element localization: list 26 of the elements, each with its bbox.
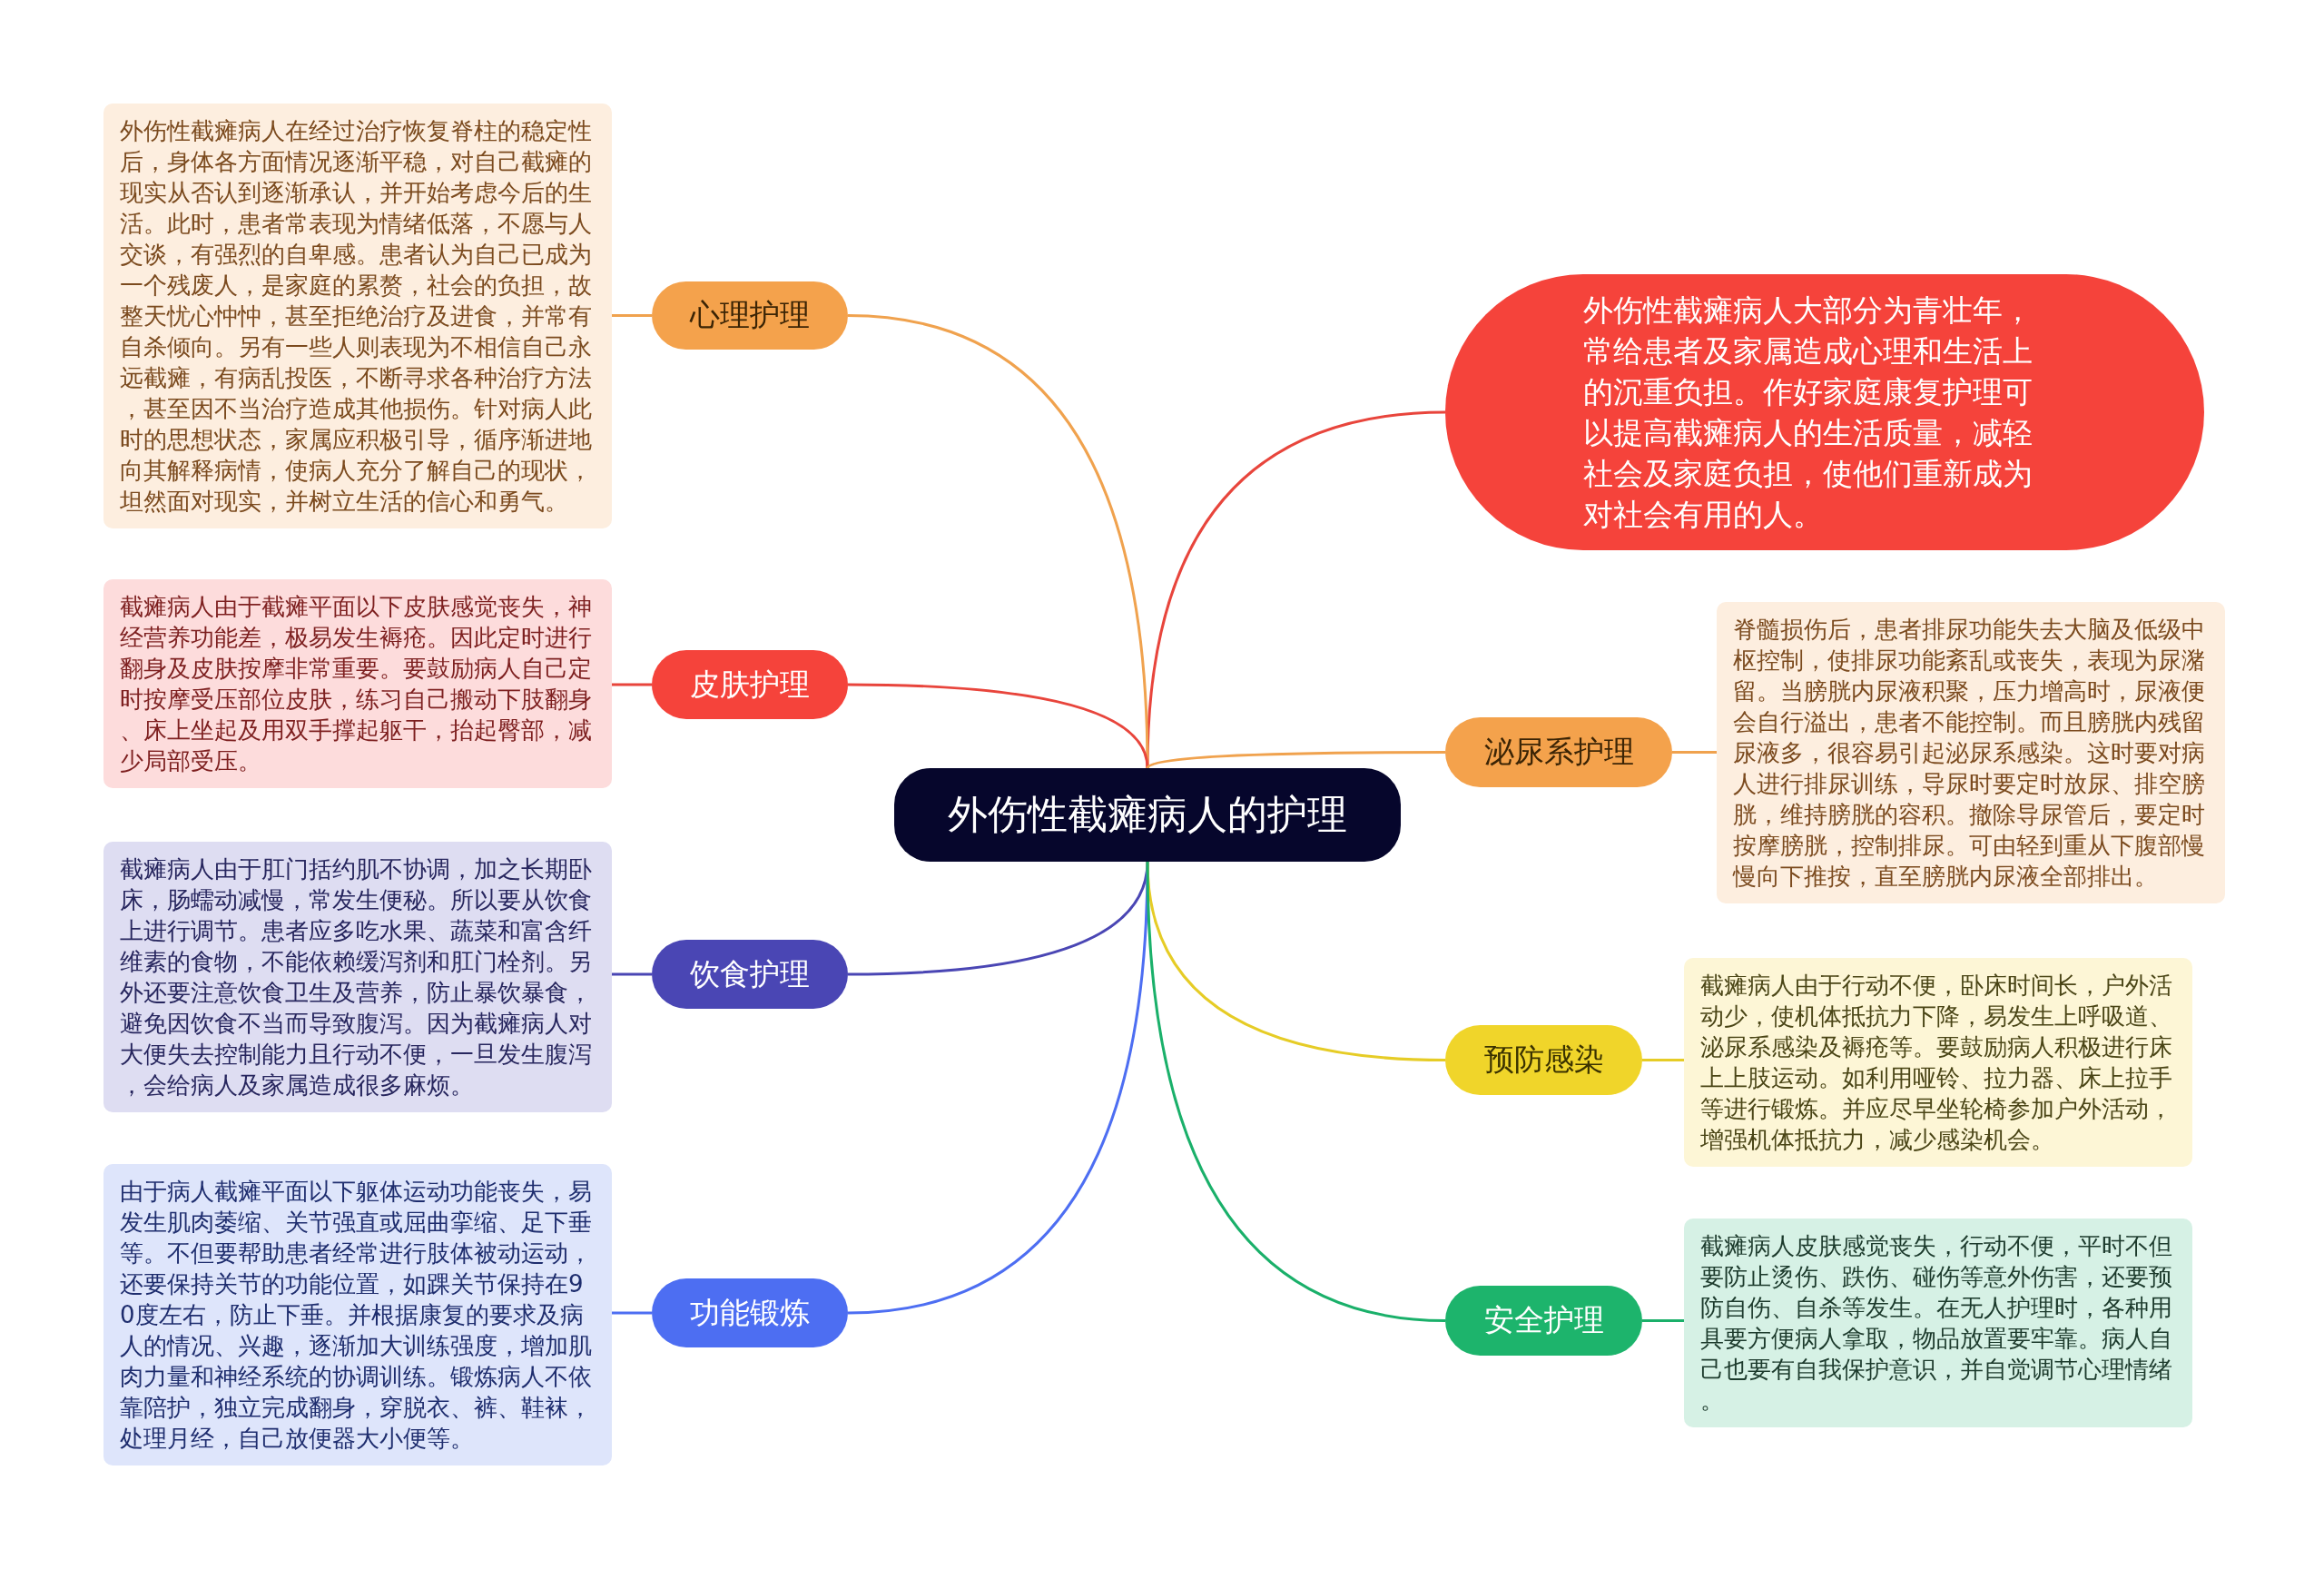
branch-connector	[612, 683, 652, 686]
topic-pill: 泌尿系护理	[1445, 717, 1672, 787]
summary-bubble: 外伤性截瘫病人大部分为青壮年，常给患者及家属造成心理和生活上的沉重负担。作好家庭康复护理可以提高截瘫病人的生活质量，减轻社会及家庭负担，使他们重新成为对社会有用的人。	[1445, 274, 2204, 550]
branch-connector	[612, 972, 652, 976]
branch-connector	[848, 683, 1149, 769]
note-card: 截瘫病人由于肛门括约肌不协调，加之长期卧床，肠蠕动减慢，常发生便秘。所以要从饮食上进行调节。患者应多吃水果、蔬菜和富含纤维素的食物，不能依赖缓泻剂和肛门栓剂。另外还要注意饮食卫生及营养，防止暴饮暴食，避免因饮食不当而导致腹泻。因为截瘫病人对大便失去控制能力且行动不便，一旦发生腹泻，会给病人及家属造成很多麻烦。	[103, 842, 612, 1112]
topic-pill: 皮肤护理	[652, 650, 848, 719]
topic-pill: 心理护理	[652, 281, 848, 350]
branch-connector	[612, 1311, 652, 1315]
branch-connector	[612, 314, 652, 317]
branch-connector	[847, 861, 1149, 1315]
note-card: 外伤性截瘫病人在经过治疗恢复脊柱的稳定性后，身体各方面情况逐渐平稳，对自己截瘫的现实从否认到逐渐承认，并开始考虑今后的生活。此时，患者常表现为情绪低落，不愿与人交谈，有强烈的自卑感。患者认为自己已成为一个残废人，是家庭的累赘，社会的负担，故整天忧心忡忡，甚至拒绝治疗及进食，并常有自杀倾向。另有一些人则表现为不相信自己永远截瘫，有病乱投医，不断寻求各种治疗方法，甚至因不当治疗造成其他损伤。针对病人此时的思想状态，家属应积极引导，循序渐进地向其解释病情，使病人充分了解自己的现状，坦然面对现实，并树立生活的信心和勇气。	[103, 104, 612, 528]
note-card: 截瘫病人由于截瘫平面以下皮肤感觉丧失，神经营养功能差，极易发生褥疮。因此定时进行翻身及皮肤按摩非常重要。要鼓励病人自己定时按摩受压部位皮肤，练习自己搬动下肢翻身、床上坐起及用双手撑起躯干，抬起臀部，减少局部受压。	[103, 579, 612, 788]
topic-pill: 安全护理	[1445, 1286, 1642, 1356]
branch-connector	[1672, 751, 1717, 754]
topic-pill: 饮食护理	[652, 940, 848, 1009]
note-card: 截瘫病人由于行动不便，卧床时间长，户外活动少，使机体抵抗力下降，易发生上呼吸道、泌尿系感染及褥疮等。要鼓励病人积极进行床上上肢运动。如利用哑铃、拉力器、床上拉手等进行锻炼。并应尽早坐轮椅参加户外活动，增强机体抵抗力，减少感染机会。	[1684, 958, 2192, 1167]
topic-pill: 预防感染	[1445, 1025, 1642, 1095]
note-card: 截瘫病人皮肤感觉丧失，行动不便，平时不但要防止烫伤、跌伤、碰伤等意外伤害，还要预防自伤、自杀等发生。在无人护理时，各种用具要方便病人拿取，物品放置要牢靠。病人自己也要有自我保护意识，并自觉调节心理情绪。	[1684, 1219, 2192, 1427]
branch-connector	[1146, 751, 1445, 769]
branch-connector	[1146, 861, 1446, 1322]
central-topic: 外伤性截瘫病人的护理	[894, 768, 1401, 862]
branch-connector	[1642, 1059, 1684, 1061]
note-card: 由于病人截瘫平面以下躯体运动功能丧失，易发生肌肉萎缩、关节强直或屈曲挛缩、足下垂等。不但要帮助患者经常进行肢体被动运动，还要保持关节的功能位置，如踝关节保持在90度左右，防止下垂。并根据康复的要求及病人的情况、兴趣，逐渐加大训练强度，增加肌肉力量和神经系统的协调训练。锻炼病人不依靠陪护，独立完成翻身，穿脱衣、裤、鞋袜，处理月经，自己放便器大小便等。	[103, 1164, 612, 1465]
topic-pill: 功能锻炼	[652, 1278, 848, 1347]
note-card: 脊髓损伤后，患者排尿功能失去大脑及低级中枢控制，使排尿功能紊乱或丧失，表现为尿潴留。当膀胱内尿液积聚，压力增高时，尿液便会自行溢出，患者不能控制。而且膀胱内残留尿液多，很容易引起泌尿系感染。这时要对病人进行排尿训练，导尿时要定时放尿、排空膀胱，维持膀胱的容积。撤除导尿管后，要定时按摩膀胱，控制排尿。可由轻到重从下腹部慢慢向下推按，直至膀胱内尿液全部排出。	[1717, 602, 2225, 903]
